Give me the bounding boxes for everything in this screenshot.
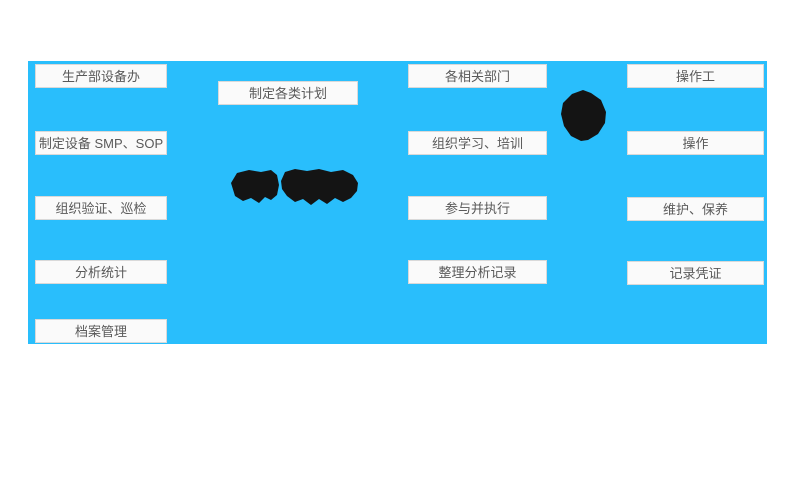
node-record-voucher: 记录凭证 [627, 261, 764, 285]
node-operation: 操作 [627, 131, 764, 155]
round-ink-blob-icon [561, 90, 606, 141]
node-related-departments: 各相关部门 [408, 64, 547, 88]
node-organize-analysis-records: 整理分析记录 [408, 260, 547, 284]
node-participate-execute: 参与并执行 [408, 196, 547, 220]
round-ink-blob-shape [560, 90, 607, 141]
node-smp-sop: 制定设备 SMP、SOP [35, 131, 167, 155]
node-make-plans: 制定各类计划 [218, 81, 358, 105]
illegible-text-smudge-shape [227, 167, 360, 206]
node-production-equipment-office: 生产部设备办 [35, 64, 167, 88]
node-archive-management: 档案管理 [35, 319, 167, 343]
node-analysis-statistics: 分析统计 [35, 260, 167, 284]
illegible-text-smudge-icon [231, 169, 358, 205]
node-verification-inspection: 组织验证、巡检 [35, 196, 167, 220]
node-operator: 操作工 [627, 64, 764, 88]
node-learning-training: 组织学习、培训 [408, 131, 547, 155]
node-maintenance-upkeep: 维护、保养 [627, 197, 764, 221]
